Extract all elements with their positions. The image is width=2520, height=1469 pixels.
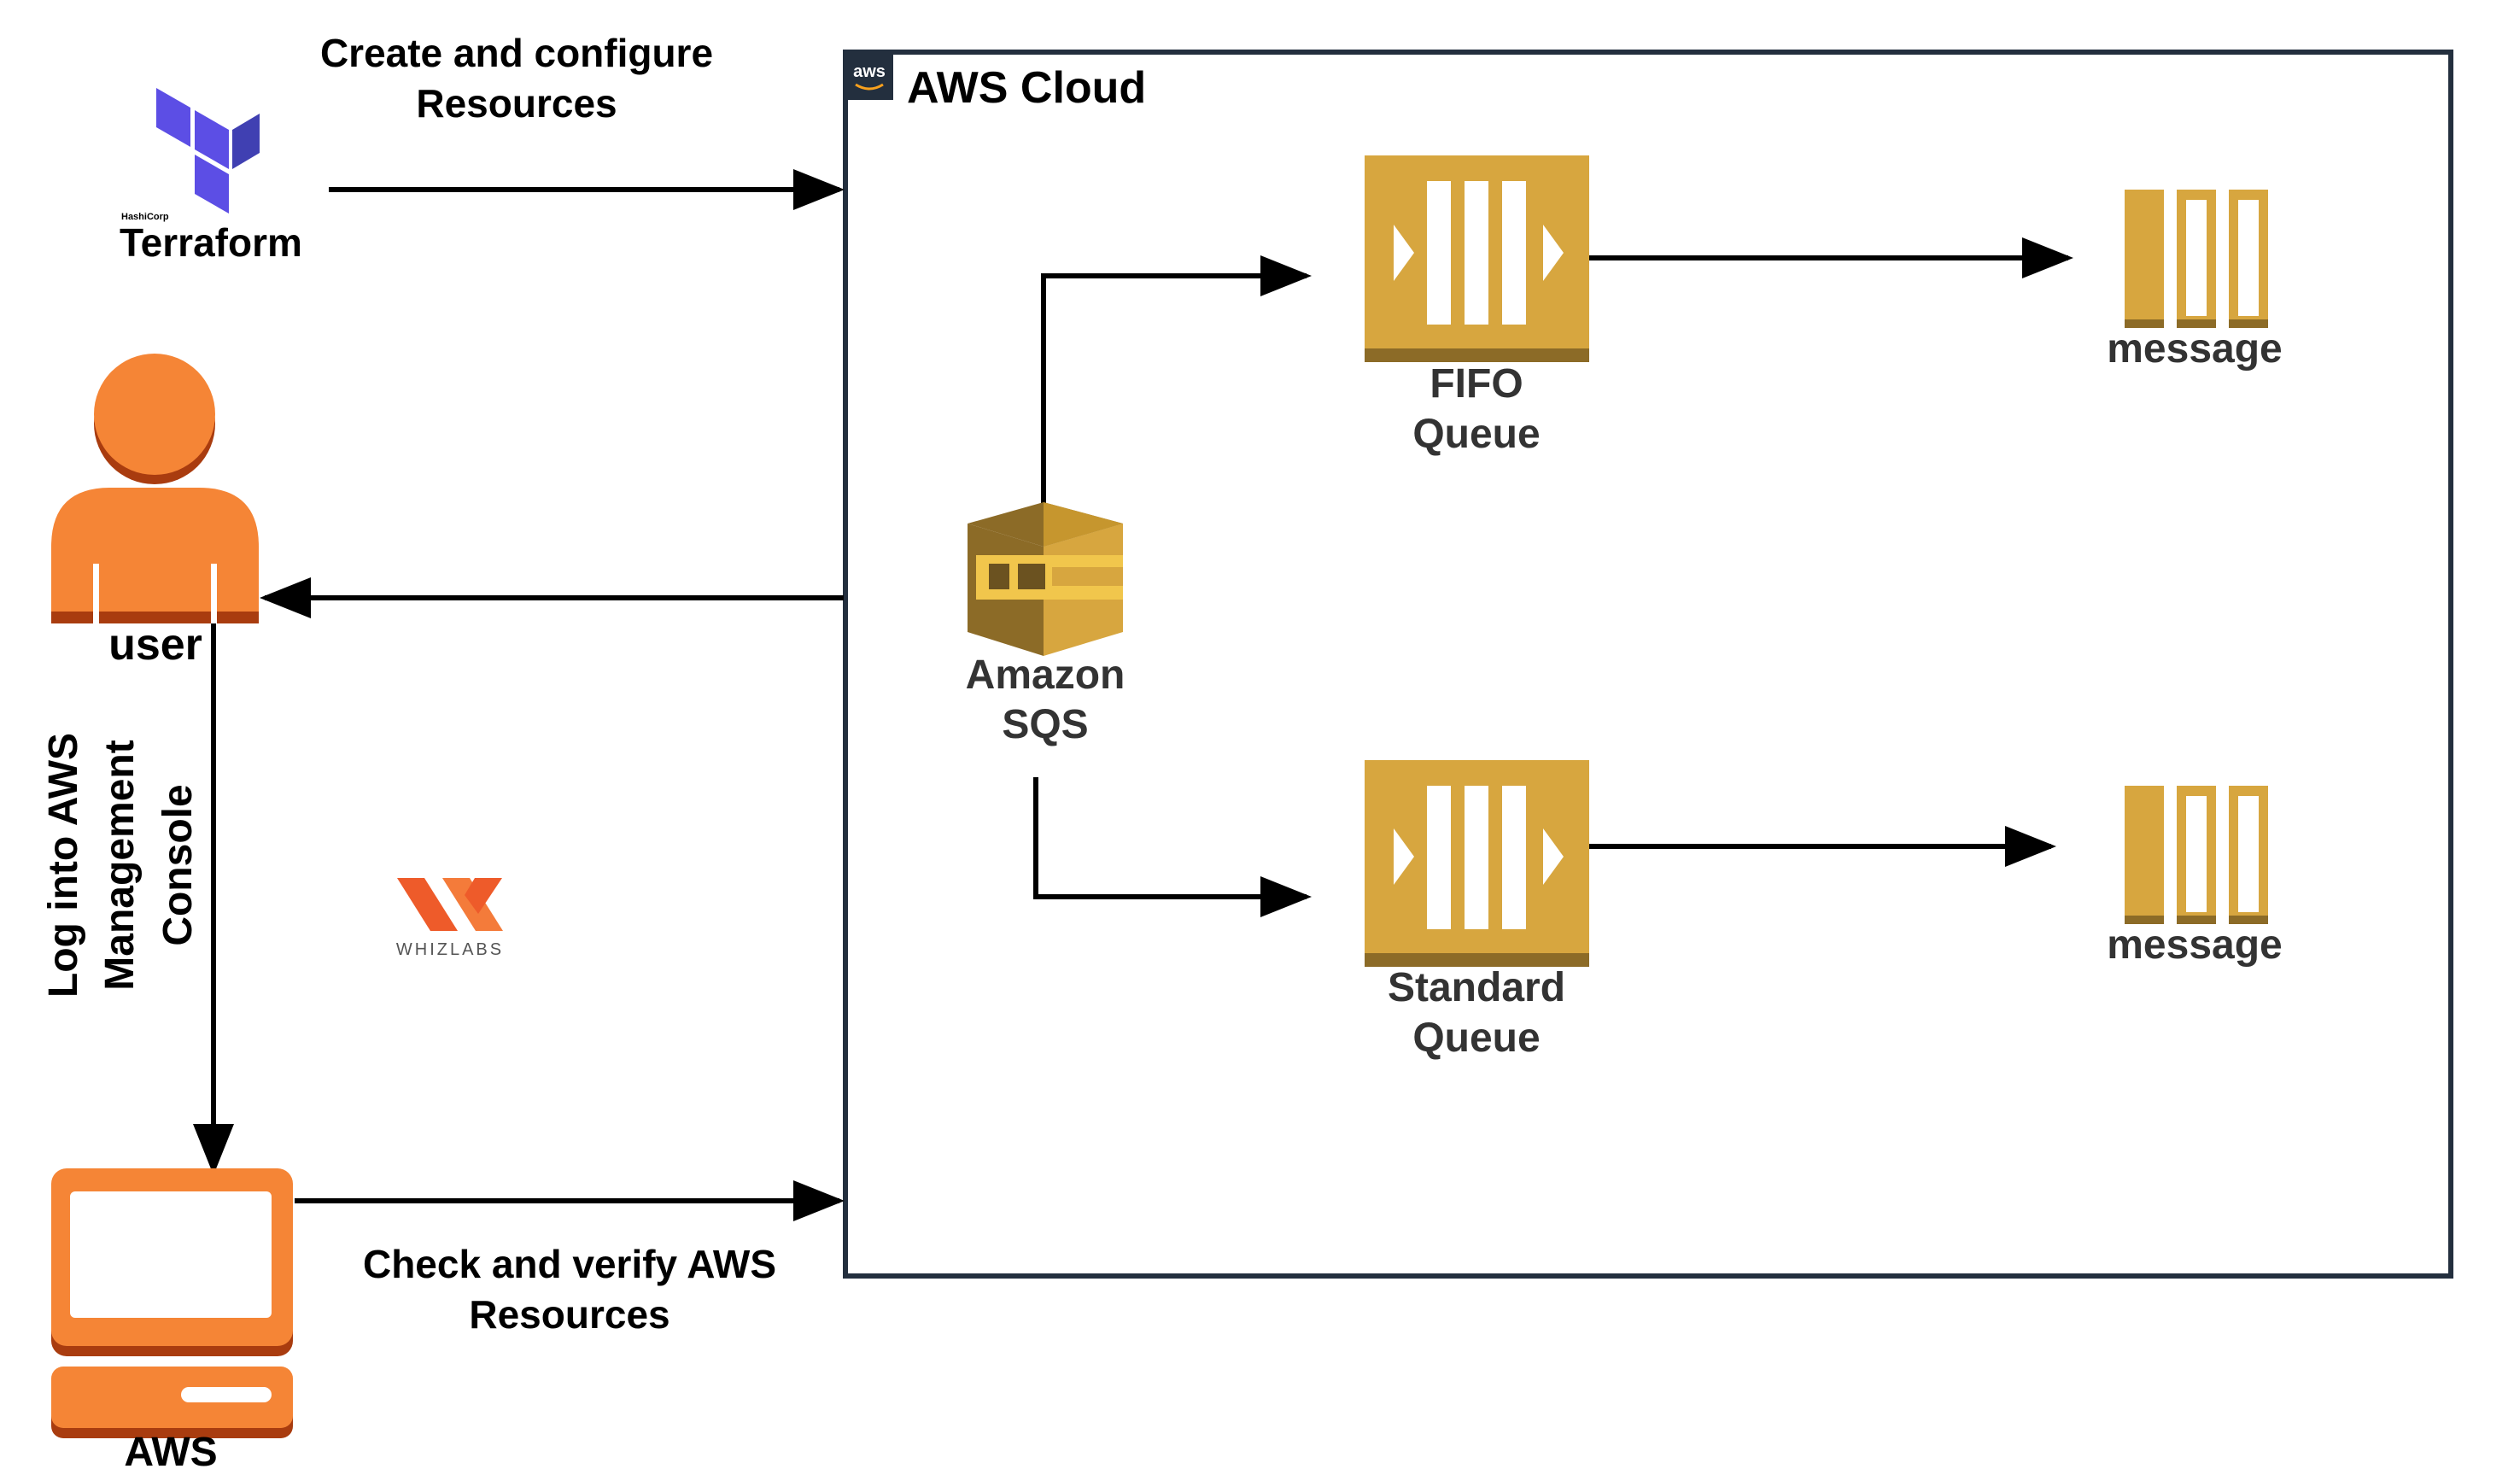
user-label: user xyxy=(108,620,202,670)
standard-label-line2: Queue xyxy=(1412,1015,1540,1061)
aws-logo-icon: aws xyxy=(845,52,893,100)
fifo-label-line1: FIFO xyxy=(1430,361,1523,407)
aws-badge-text: aws xyxy=(853,62,886,81)
fifo-label-line2: Queue xyxy=(1412,412,1540,457)
login-label-line1: Log into AWS xyxy=(41,733,86,998)
fifo-queue-icon xyxy=(1365,155,1589,362)
create-label-line2: Resources xyxy=(416,81,617,126)
aws-cloud-border xyxy=(843,50,2453,1279)
message-label-bottom: message xyxy=(2107,922,2282,968)
login-label-line2: Management xyxy=(97,740,143,990)
desktop-computer-icon xyxy=(51,1168,293,1438)
amazon-sqs-icon xyxy=(968,502,1123,656)
message-label-top: message xyxy=(2107,326,2282,372)
create-label-line1: Create and configure xyxy=(320,31,713,75)
arrow-sqs-to-fifo xyxy=(1041,255,1312,504)
terraform-logo-icon: HashiCorp Terraform xyxy=(120,88,302,265)
check-label-line2: Resources xyxy=(469,1292,669,1337)
login-label-line3: Console xyxy=(155,784,201,945)
arrow-sqs-to-standard xyxy=(1033,777,1312,917)
standard-queue-icon xyxy=(1365,760,1589,967)
aws-cloud-label: AWS Cloud xyxy=(907,63,1146,113)
user-icon xyxy=(51,354,259,623)
standard-label-line1: Standard xyxy=(1388,965,1565,1010)
aws-cloud-group: aws AWS Cloud xyxy=(843,50,2453,1279)
sqs-label-line2: SQS xyxy=(1002,702,1088,747)
check-label-line1: Check and verify AWS xyxy=(363,1242,776,1286)
login-label: Log into AWS Management Console xyxy=(41,733,201,998)
terraform-name: Terraform xyxy=(120,220,302,265)
terraform-brand: HashiCorp xyxy=(121,212,169,222)
aws-computer-label: AWS xyxy=(124,1430,217,1469)
whizlabs-logo-icon: WHIZLABS xyxy=(396,878,504,959)
sqs-label-line1: Amazon xyxy=(966,653,1126,698)
message-icon-top xyxy=(2125,190,2268,328)
whizlabs-text: WHIZLABS xyxy=(396,940,504,959)
connectors xyxy=(193,169,2073,1221)
message-icon-bottom xyxy=(2125,786,2268,924)
